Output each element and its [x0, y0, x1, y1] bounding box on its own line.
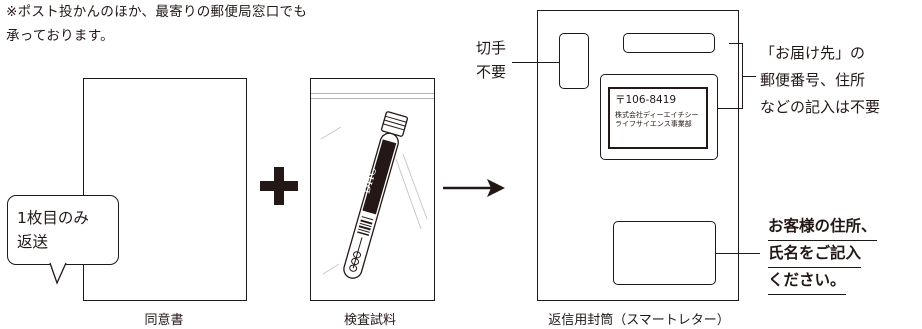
recipient-bracket: [729, 43, 743, 109]
envelope-caption: 返信用封筒（スマートレター）: [548, 313, 730, 328]
plus-icon: [260, 167, 298, 205]
sender-leader-line: [716, 253, 760, 255]
note-text: ※ポスト投かんのほか、最寄りの郵便局窓口でも 承っております。: [6, 4, 308, 44]
stamp-leader-line: [512, 62, 559, 63]
speech-bubble: 1枚目のみ 返送: [7, 195, 119, 265]
recipient-bracket-tick: [742, 76, 756, 78]
sender-address-area: [613, 221, 716, 285]
stamp-area: [559, 33, 589, 89]
consent-form-caption: 同意書: [144, 313, 184, 328]
speech-bubble-tail: [49, 262, 67, 285]
recipient-box-top: [623, 33, 715, 53]
test-kit-caption: 検査試料: [343, 313, 396, 328]
recipient-not-required-label: 「お届け先」の 郵便番号、住所 などの記入は不要: [760, 44, 881, 116]
sender-fill-in-label: お客様の住所、 氏名をご記入 ください。: [768, 214, 877, 295]
consent-form-paper: [83, 78, 247, 301]
stamp-not-required-label: 切手 不要: [476, 39, 507, 81]
test-tube-icon: [320, 111, 428, 279]
arrow-right-icon: [443, 179, 505, 197]
test-kit-bag: DHC: [310, 78, 435, 301]
recipient-bracket-join: [718, 108, 729, 110]
printed-address-label: 〒106-8419 株式会社ディーエイチシー ライフサイエンス事業部: [608, 87, 708, 149]
